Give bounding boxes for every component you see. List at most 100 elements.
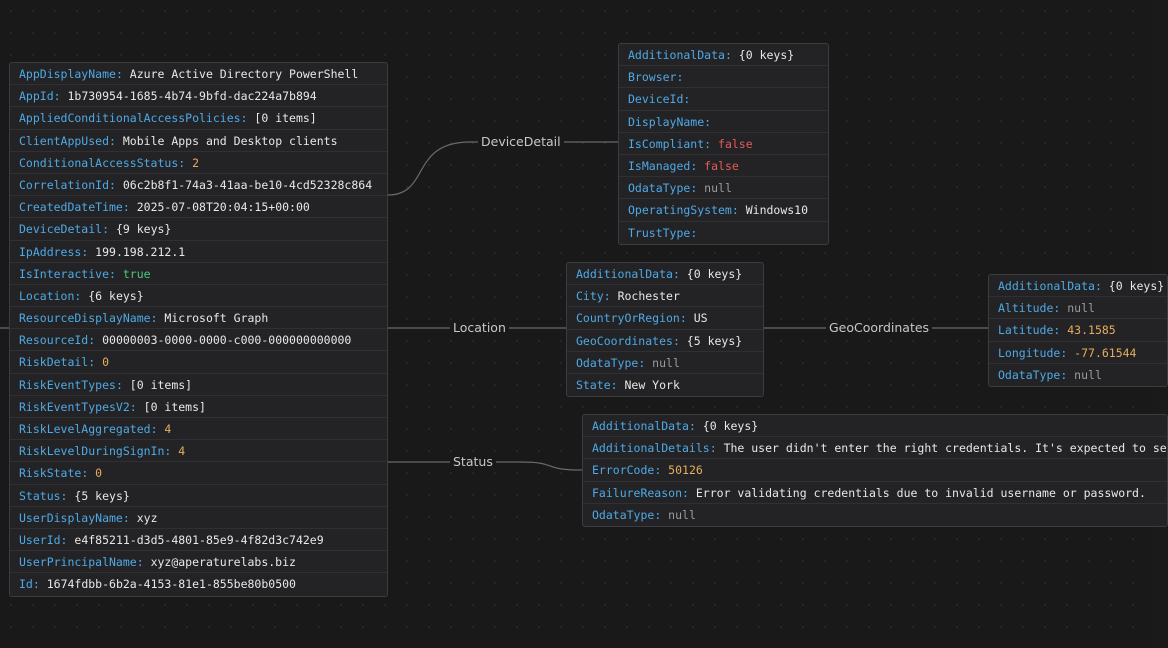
key-separator: :	[129, 399, 144, 414]
key-separator: :	[150, 311, 165, 326]
property-row[interactable]: ErrorCode: 50126	[583, 459, 1167, 482]
property-value: 2	[192, 155, 200, 170]
property-key: AdditionalData	[628, 48, 725, 62]
device-detail-node[interactable]: AdditionalData: {0 keys}Browser: DeviceI…	[618, 43, 829, 245]
key-separator: :	[81, 244, 96, 259]
property-value: null	[668, 507, 696, 522]
property-row[interactable]: AppId: 1b730954-1685-4b74-9bfd-dac224a7b…	[10, 85, 387, 108]
property-row[interactable]: RiskLevelDuringSignIn: 4	[10, 440, 387, 463]
property-row[interactable]: AppliedConditionalAccessPolicies: [0 ite…	[10, 107, 387, 130]
key-separator: :	[81, 466, 96, 481]
property-row[interactable]: OdataType: null	[989, 364, 1167, 386]
property-value: [0 items]	[143, 399, 206, 414]
property-key: AdditionalData	[576, 267, 673, 281]
property-row[interactable]: AdditionalData: {0 keys}	[989, 275, 1167, 298]
property-key: IsInteractive	[19, 266, 110, 281]
property-row[interactable]: State: New York	[567, 374, 763, 396]
property-row[interactable]: RiskLevelAggregated: 4	[10, 418, 387, 441]
property-row[interactable]: RiskEventTypesV2: [0 items]	[10, 396, 387, 418]
property-row[interactable]: ClientAppUsed: Mobile Apps and Desktop c…	[10, 130, 387, 152]
property-row[interactable]: ConditionalAccessStatus: 2	[10, 152, 387, 174]
key-separator: :	[109, 177, 123, 192]
property-value: 0	[95, 466, 103, 481]
property-row[interactable]: AdditionalData: {0 keys}	[583, 415, 1167, 438]
root-object-node[interactable]: AppDisplayName: Azure Active Directory P…	[9, 62, 388, 597]
property-key: Status	[19, 488, 61, 503]
key-separator: :	[1094, 279, 1109, 293]
property-row[interactable]: OdataType: null	[583, 504, 1167, 526]
property-key: Location	[19, 288, 75, 303]
property-row[interactable]: ResourceDisplayName: Microsoft Graph	[10, 307, 387, 330]
property-value: {5 keys}	[686, 333, 743, 348]
key-separator: :	[610, 377, 625, 392]
key-separator: :	[688, 419, 703, 433]
property-row[interactable]: RiskEventTypes: [0 items]	[10, 374, 387, 396]
property-row[interactable]: FailureReason: Error validating credenti…	[583, 482, 1167, 504]
property-row[interactable]: OdataType: null	[567, 352, 763, 374]
property-row[interactable]: RiskState: 0	[10, 462, 387, 485]
property-row[interactable]: CreatedDateTime: 2025-07-08T20:04:15+00:…	[10, 196, 387, 219]
property-row[interactable]: AppDisplayName: Azure Active Directory P…	[10, 63, 387, 86]
property-value: false	[718, 136, 753, 151]
property-row[interactable]: AdditionalData: {0 keys}	[619, 44, 828, 67]
property-row[interactable]: Location: {6 keys}	[10, 285, 387, 308]
property-row[interactable]: DisplayName:	[619, 111, 828, 133]
property-value: {9 keys}	[115, 222, 172, 237]
property-row[interactable]: Id: 1674fdbb-6b2a-4153-81e1-855be80b0500	[10, 573, 387, 595]
property-row[interactable]: AdditionalData: {0 keys}	[567, 263, 763, 286]
property-value: 2025-07-08T20:04:15+00:00	[136, 200, 310, 215]
property-row[interactable]: OperatingSystem: Windows10	[619, 199, 828, 222]
key-separator: :	[709, 441, 724, 456]
key-separator: :	[704, 114, 712, 129]
property-row[interactable]: IsManaged: false	[619, 155, 828, 178]
property-row[interactable]: UserId: e4f85211-d3d5-4801-85e9-4f82d3c7…	[10, 529, 387, 552]
property-value: null	[1067, 301, 1095, 316]
property-row[interactable]: GeoCoordinates: {5 keys}	[567, 330, 763, 352]
property-row[interactable]: DeviceDetail: {9 keys}	[10, 218, 387, 241]
property-row[interactable]: Altitude: null	[989, 297, 1167, 320]
property-value: {6 keys}	[88, 288, 144, 303]
property-value: null	[652, 355, 680, 370]
property-row[interactable]: CorrelationId: 06c2b8f1-74a3-41aa-be10-4…	[10, 174, 387, 197]
edge-label-geo-coordinates[interactable]: GeoCoordinates	[826, 320, 933, 336]
property-row[interactable]: Longitude: -77.61544	[989, 342, 1167, 364]
property-row[interactable]: Latitude: 43.1585	[989, 319, 1167, 342]
property-row[interactable]: ResourceId: 00000003-0000-0000-c000-0000…	[10, 329, 387, 352]
property-value: New York	[624, 377, 680, 392]
key-separator: :	[654, 463, 669, 478]
property-key: TrustType	[628, 225, 691, 240]
property-row[interactable]: UserDisplayName: xyz	[10, 507, 387, 529]
property-row[interactable]: RiskDetail: 0	[10, 351, 387, 374]
property-row[interactable]: TrustType:	[619, 222, 828, 244]
edge-label-status[interactable]: Status	[450, 454, 496, 470]
property-value: {0 keys}	[702, 419, 759, 433]
property-row[interactable]: CountryOrRegion: US	[567, 307, 763, 330]
property-value: [0 items]	[254, 111, 317, 126]
key-separator: :	[115, 377, 130, 392]
property-row[interactable]: Status: {5 keys}	[10, 485, 387, 507]
property-row[interactable]: IpAddress: 199.198.212.1	[10, 241, 387, 263]
property-key: IsCompliant	[628, 136, 705, 151]
status-node[interactable]: AdditionalData: {0 keys}AdditionalDetail…	[582, 414, 1168, 527]
property-value: 50126	[668, 463, 703, 478]
key-separator: :	[682, 485, 696, 500]
property-key: Altitude	[998, 301, 1054, 316]
edge-label-location[interactable]: Location	[450, 320, 509, 336]
property-row[interactable]: IsInteractive: true	[10, 263, 387, 285]
property-key: AdditionalDetails	[592, 441, 710, 456]
property-row[interactable]: City: Rochester	[567, 285, 763, 308]
property-row[interactable]: Browser:	[619, 66, 828, 89]
property-row[interactable]: OdataType: null	[619, 177, 828, 200]
property-value: 1b730954-1685-4b74-9bfd-dac224a7b894	[67, 89, 317, 104]
edge-label-device-detail[interactable]: DeviceDetail	[478, 134, 564, 150]
property-row[interactable]: IsCompliant: false	[619, 133, 828, 155]
property-key: ConditionalAccessStatus	[19, 155, 179, 170]
property-key: Longitude	[998, 345, 1061, 360]
property-key: DisplayName	[628, 114, 705, 129]
property-row[interactable]: AdditionalDetails: The user didn't enter…	[583, 437, 1167, 460]
property-row[interactable]: DeviceId:	[619, 88, 828, 111]
property-row[interactable]: UserPrincipalName: xyz@aperaturelabs.biz	[10, 551, 387, 574]
